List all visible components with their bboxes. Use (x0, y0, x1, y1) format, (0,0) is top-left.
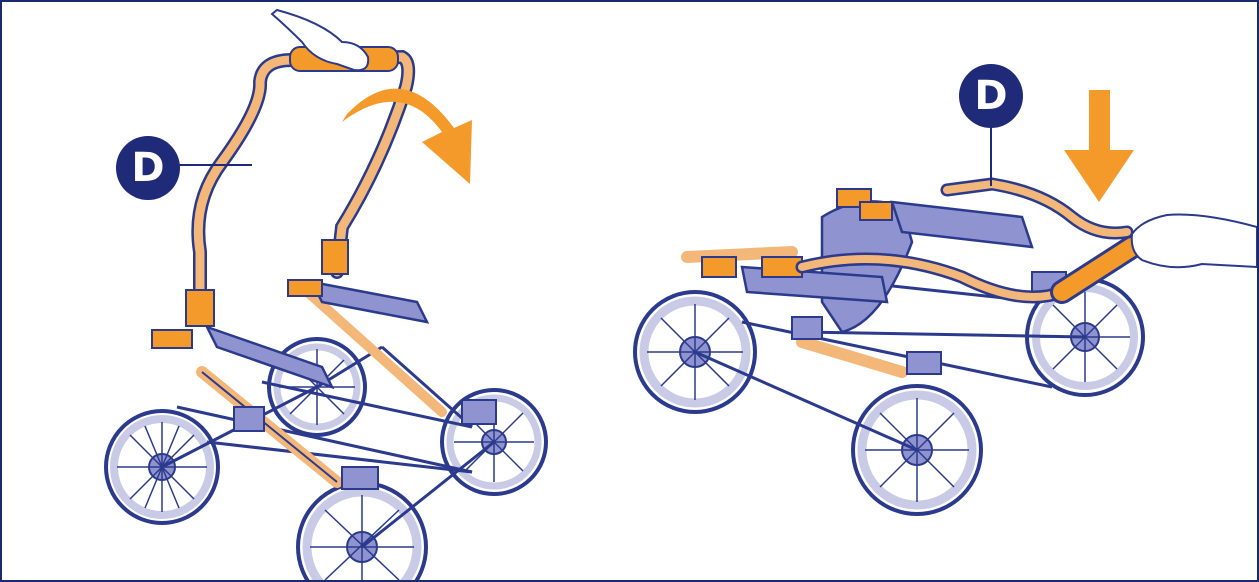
left-front-wheel (296, 481, 428, 580)
right-handle-bar (795, 127, 1144, 304)
right-folded-frame (681, 188, 1067, 378)
left-seat-brackets (151, 279, 497, 490)
left-stroller (104, 8, 548, 580)
part-label-d-left: D (116, 136, 180, 200)
right-stroller (633, 90, 1257, 516)
curved-arrow-icon (342, 88, 472, 184)
part-label-d-right: D (959, 64, 1023, 128)
down-arrow-icon (1064, 90, 1134, 202)
hand-icon-right (1130, 213, 1257, 269)
hand-icon (270, 8, 370, 72)
left-side-rails (196, 282, 447, 488)
